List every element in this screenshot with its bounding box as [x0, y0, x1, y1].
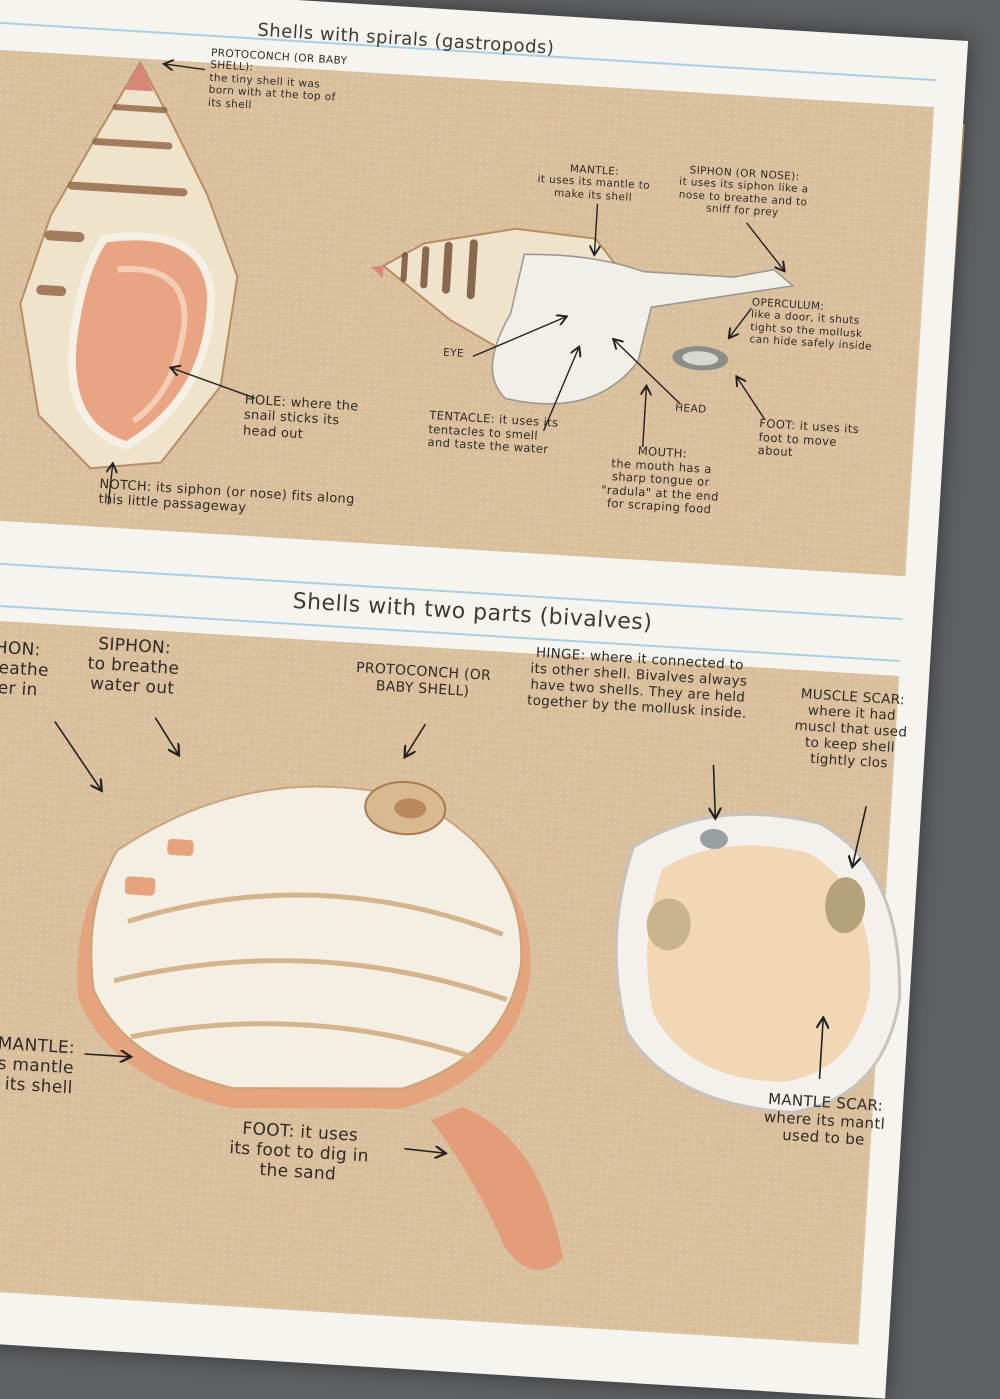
illustrations: [19, 0, 902, 1270]
eye-label: EYE: [442, 346, 465, 360]
siphon-out-desc: to breathe water out: [87, 653, 180, 699]
open-shell-illustration: [614, 812, 902, 1114]
head-label: HEAD: [674, 401, 707, 416]
gastropod-body-illustration: [371, 227, 795, 405]
mantle-label: MANTLE: it uses its mantle to make its s…: [533, 161, 655, 205]
muscle-scar-desc: where it had muscl that used to keep she…: [794, 702, 908, 772]
mouth-label: MOUTH: the mouth has a sharp tongue or "…: [594, 442, 728, 518]
siphon-out-label: SIPHON: to breathe water out: [77, 633, 190, 700]
operculum-desc: like a door, it shuts tight so the mollu…: [749, 308, 873, 353]
clam-shell-illustration: [77, 781, 564, 1270]
mantle-bivalve-label: MANTLE: t uses its mantle o make its she…: [0, 1029, 76, 1099]
protoconch-label: PROTOCONCH (OR BABY SHELL): the tiny she…: [208, 47, 352, 117]
foot-bivalve-label: FOOT: it uses its foot to dig in the san…: [228, 1118, 370, 1185]
book-page: Shells with spirals (gastropods) Shells …: [0, 0, 969, 1399]
operculum-label: OPERCULUM: like a door, it shuts tight s…: [749, 296, 882, 353]
siphon-in-label: SIPHON: to breathe water in: [0, 635, 60, 702]
conch-shell-illustration: [19, 60, 239, 470]
mouth-desc: the mouth has a sharp tongue or "radula"…: [600, 455, 720, 517]
hole-label: HOLE: where the snail sticks its head ou…: [242, 392, 359, 442]
muscle-scar-label: MUSCLE SCAR: where it had muscl that use…: [784, 686, 919, 773]
siphon-label: SIPHON (OR NOSE): it uses its siphon lik…: [672, 163, 815, 221]
foot-label: FOOT: it uses its foot to move about: [757, 416, 860, 460]
mantle-scar-label: MANTLE SCAR: where its mantl used to be: [755, 1090, 893, 1151]
hinge-label: HINGE: where it connected to its other s…: [526, 644, 748, 722]
tentacle-label: TENTACLE: it uses its tentacles to smell…: [427, 407, 559, 457]
siphon-in-desc: to breathe water in: [0, 656, 50, 701]
label-arrows: [54, 60, 868, 1178]
